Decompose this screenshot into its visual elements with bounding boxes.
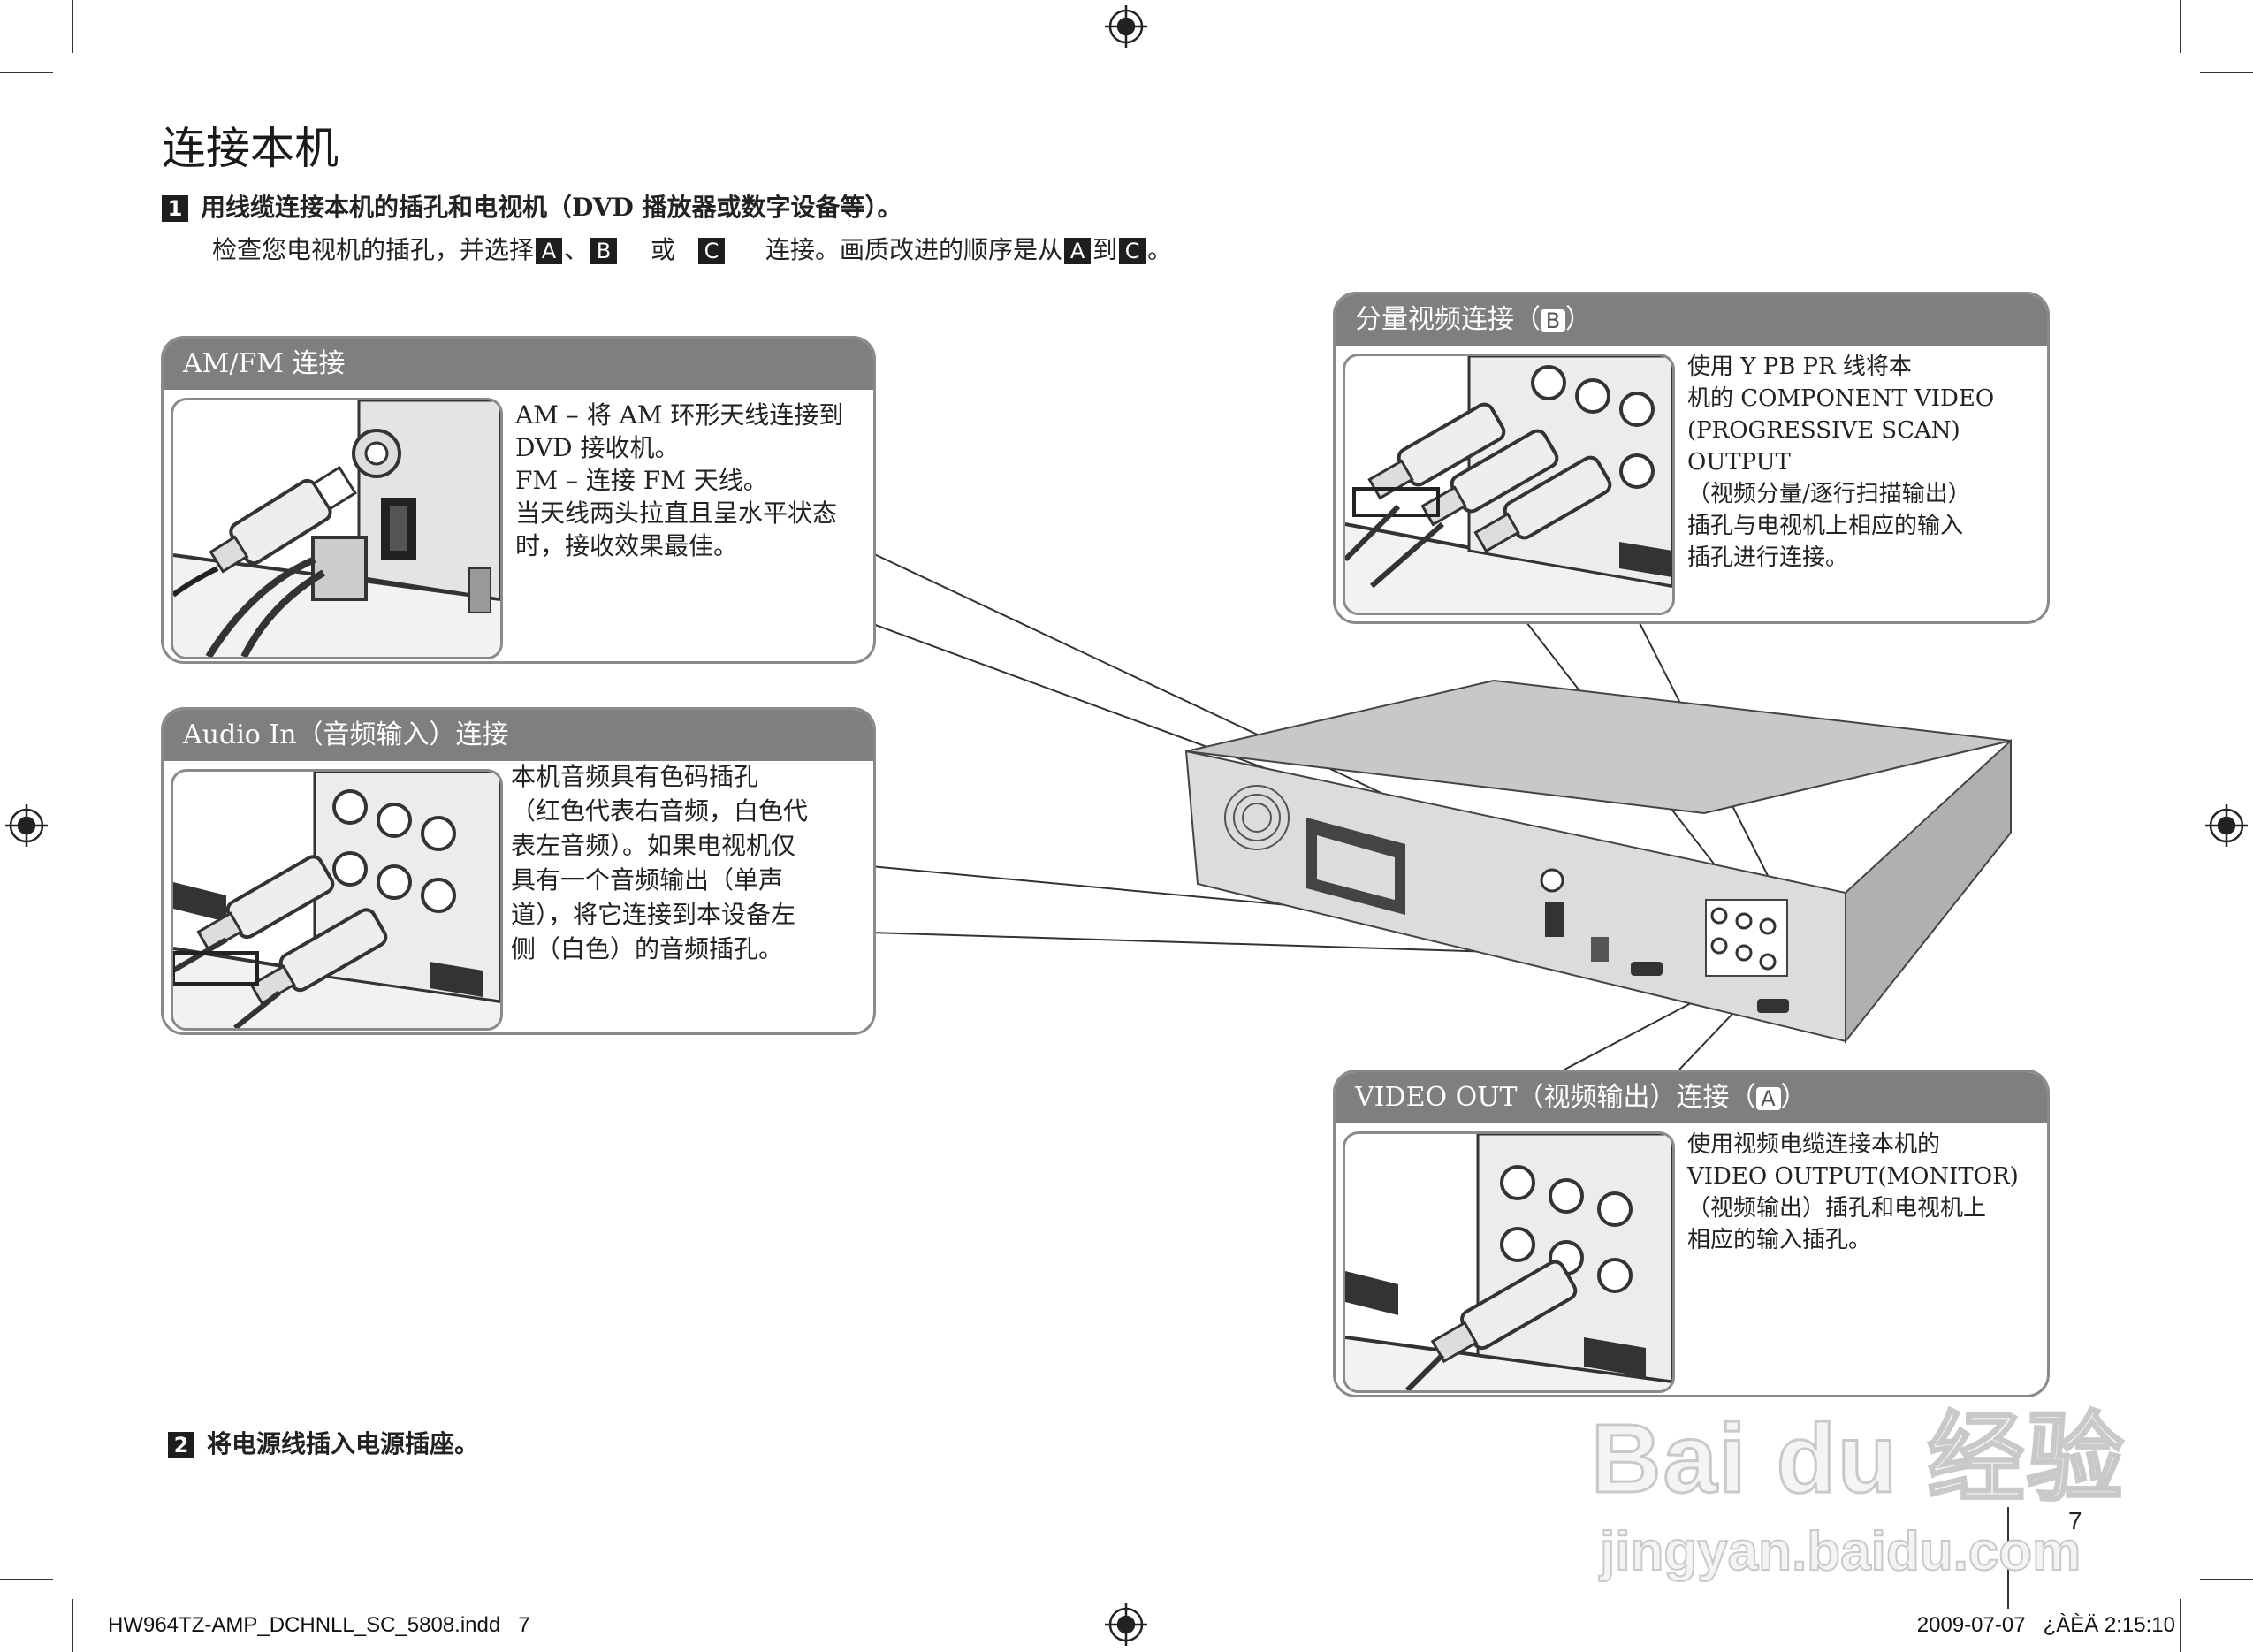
amfm-panel: AM/FM 连接 AM – 将 AM 环形天线连接到 DVD 接收机。 FM –… xyxy=(161,336,876,664)
step-1-check-text: 检查您电视机的插孔，并选择 xyxy=(212,235,535,264)
separator: 、 xyxy=(564,235,590,264)
baidu-watermark: Bai du 经验 jingyan.baidu.com xyxy=(1590,1379,2126,1584)
letter-b-badge: B xyxy=(590,238,618,264)
watermark-brand: Bai du 经验 xyxy=(1590,1404,2126,1515)
step-2-instruction: 将电源线插入电源插座。 xyxy=(207,1429,480,1458)
registration-mark-left xyxy=(5,804,48,847)
video-out-panel: VIDEO OUT（视频输出）连接（A） 使用视频电缆连接本机的 VIDEO O… xyxy=(1333,1070,2050,1397)
watermark-url: jingyan.baidu.com xyxy=(1599,1520,2082,1583)
component-connector-icon xyxy=(1345,356,1672,613)
registration-mark-bottom xyxy=(1105,1603,1147,1646)
letter-c-badge: C xyxy=(698,238,726,264)
video-out-header-text: VIDEO OUT（视频输出）连接（ xyxy=(1355,1082,1756,1113)
page-number: 7 xyxy=(2068,1507,2082,1534)
quality-order-text: 连接。画质改进的顺序是从 xyxy=(765,235,1063,264)
step-1: 1 用线缆连接本机的插孔和电视机（DVD 播放器或数字设备等）。 检查您电视机的插… xyxy=(162,188,1172,266)
component-header-text: 分量视频连接（ xyxy=(1355,304,1541,335)
page-title: 连接本机 xyxy=(162,123,339,174)
period: 。 xyxy=(1147,235,1173,264)
step-2-badge: 2 xyxy=(168,1432,194,1458)
footer-date: 2009-07-07 ¿ÀÈÄ 2:15:10 xyxy=(1916,1613,2175,1637)
rca-audio-connector-icon xyxy=(173,772,500,1028)
to-text: 到 xyxy=(1092,235,1118,264)
step-1-badge: 1 xyxy=(162,195,188,222)
component-header-close: ） xyxy=(1565,304,1592,335)
footer-file: HW964TZ-AMP_DCHNLL_SC_5808.indd 7 xyxy=(108,1613,530,1637)
registration-mark-top xyxy=(1105,5,1147,48)
audio-in-description: 本机音频具有色码插孔 （红色代表右音频，白色代 表左音频）。如果电视机仅 具有一… xyxy=(511,762,809,963)
amfm-description: AM – 将 AM 环形天线连接到 DVD 接收机。 FM – 连接 FM 天线… xyxy=(515,400,844,560)
video-connector-icon xyxy=(1345,1134,1672,1390)
registration-mark-right xyxy=(2205,804,2248,847)
letter-a-badge: A xyxy=(536,238,563,264)
antenna-connector-icon xyxy=(173,400,500,657)
component-video-panel-header: 分量视频连接（B） xyxy=(1336,294,2047,346)
or-text: 或 xyxy=(651,235,676,264)
component-video-description: 使用 Y PB PR 线将本 机的 COMPONENT VIDEO (PROGR… xyxy=(1687,354,1995,571)
amfm-panel-header: AM/FM 连接 xyxy=(164,339,873,390)
letter-a-badge-header: A xyxy=(1755,1087,1781,1110)
component-video-illustration xyxy=(1343,354,1675,615)
video-out-description: 使用视频电缆连接本机的 VIDEO OUTPUT(MONITOR) （视频输出）… xyxy=(1687,1131,2019,1253)
letter-c-badge-2: C xyxy=(1119,238,1146,264)
letter-b-badge-header: B xyxy=(1541,309,1565,332)
step-1-instruction: 用线缆连接本机的插孔和电视机（DVD 播放器或数字设备等）。 xyxy=(201,193,902,222)
audio-in-panel-header: Audio In（音频输入）连接 xyxy=(164,710,873,761)
fan-icon xyxy=(1224,785,1290,850)
video-out-header-close: ） xyxy=(1780,1082,1808,1113)
device-side xyxy=(1845,738,2012,1044)
device-back xyxy=(1184,750,1846,1043)
amfm-illustration xyxy=(171,398,503,659)
video-out-panel-header: VIDEO OUT（视频输出）连接（A） xyxy=(1336,1072,2047,1123)
step-2: 2 将电源线插入电源插座。 xyxy=(168,1425,479,1460)
letter-a-badge-2: A xyxy=(1064,238,1092,264)
audio-in-panel: Audio In（音频输入）连接 本机音频具有色码插孔 （红 xyxy=(161,707,876,1035)
audio-in-illustration xyxy=(171,769,503,1031)
video-out-illustration xyxy=(1343,1131,1675,1393)
component-video-panel: 分量视频连接（B） xyxy=(1333,292,2050,624)
